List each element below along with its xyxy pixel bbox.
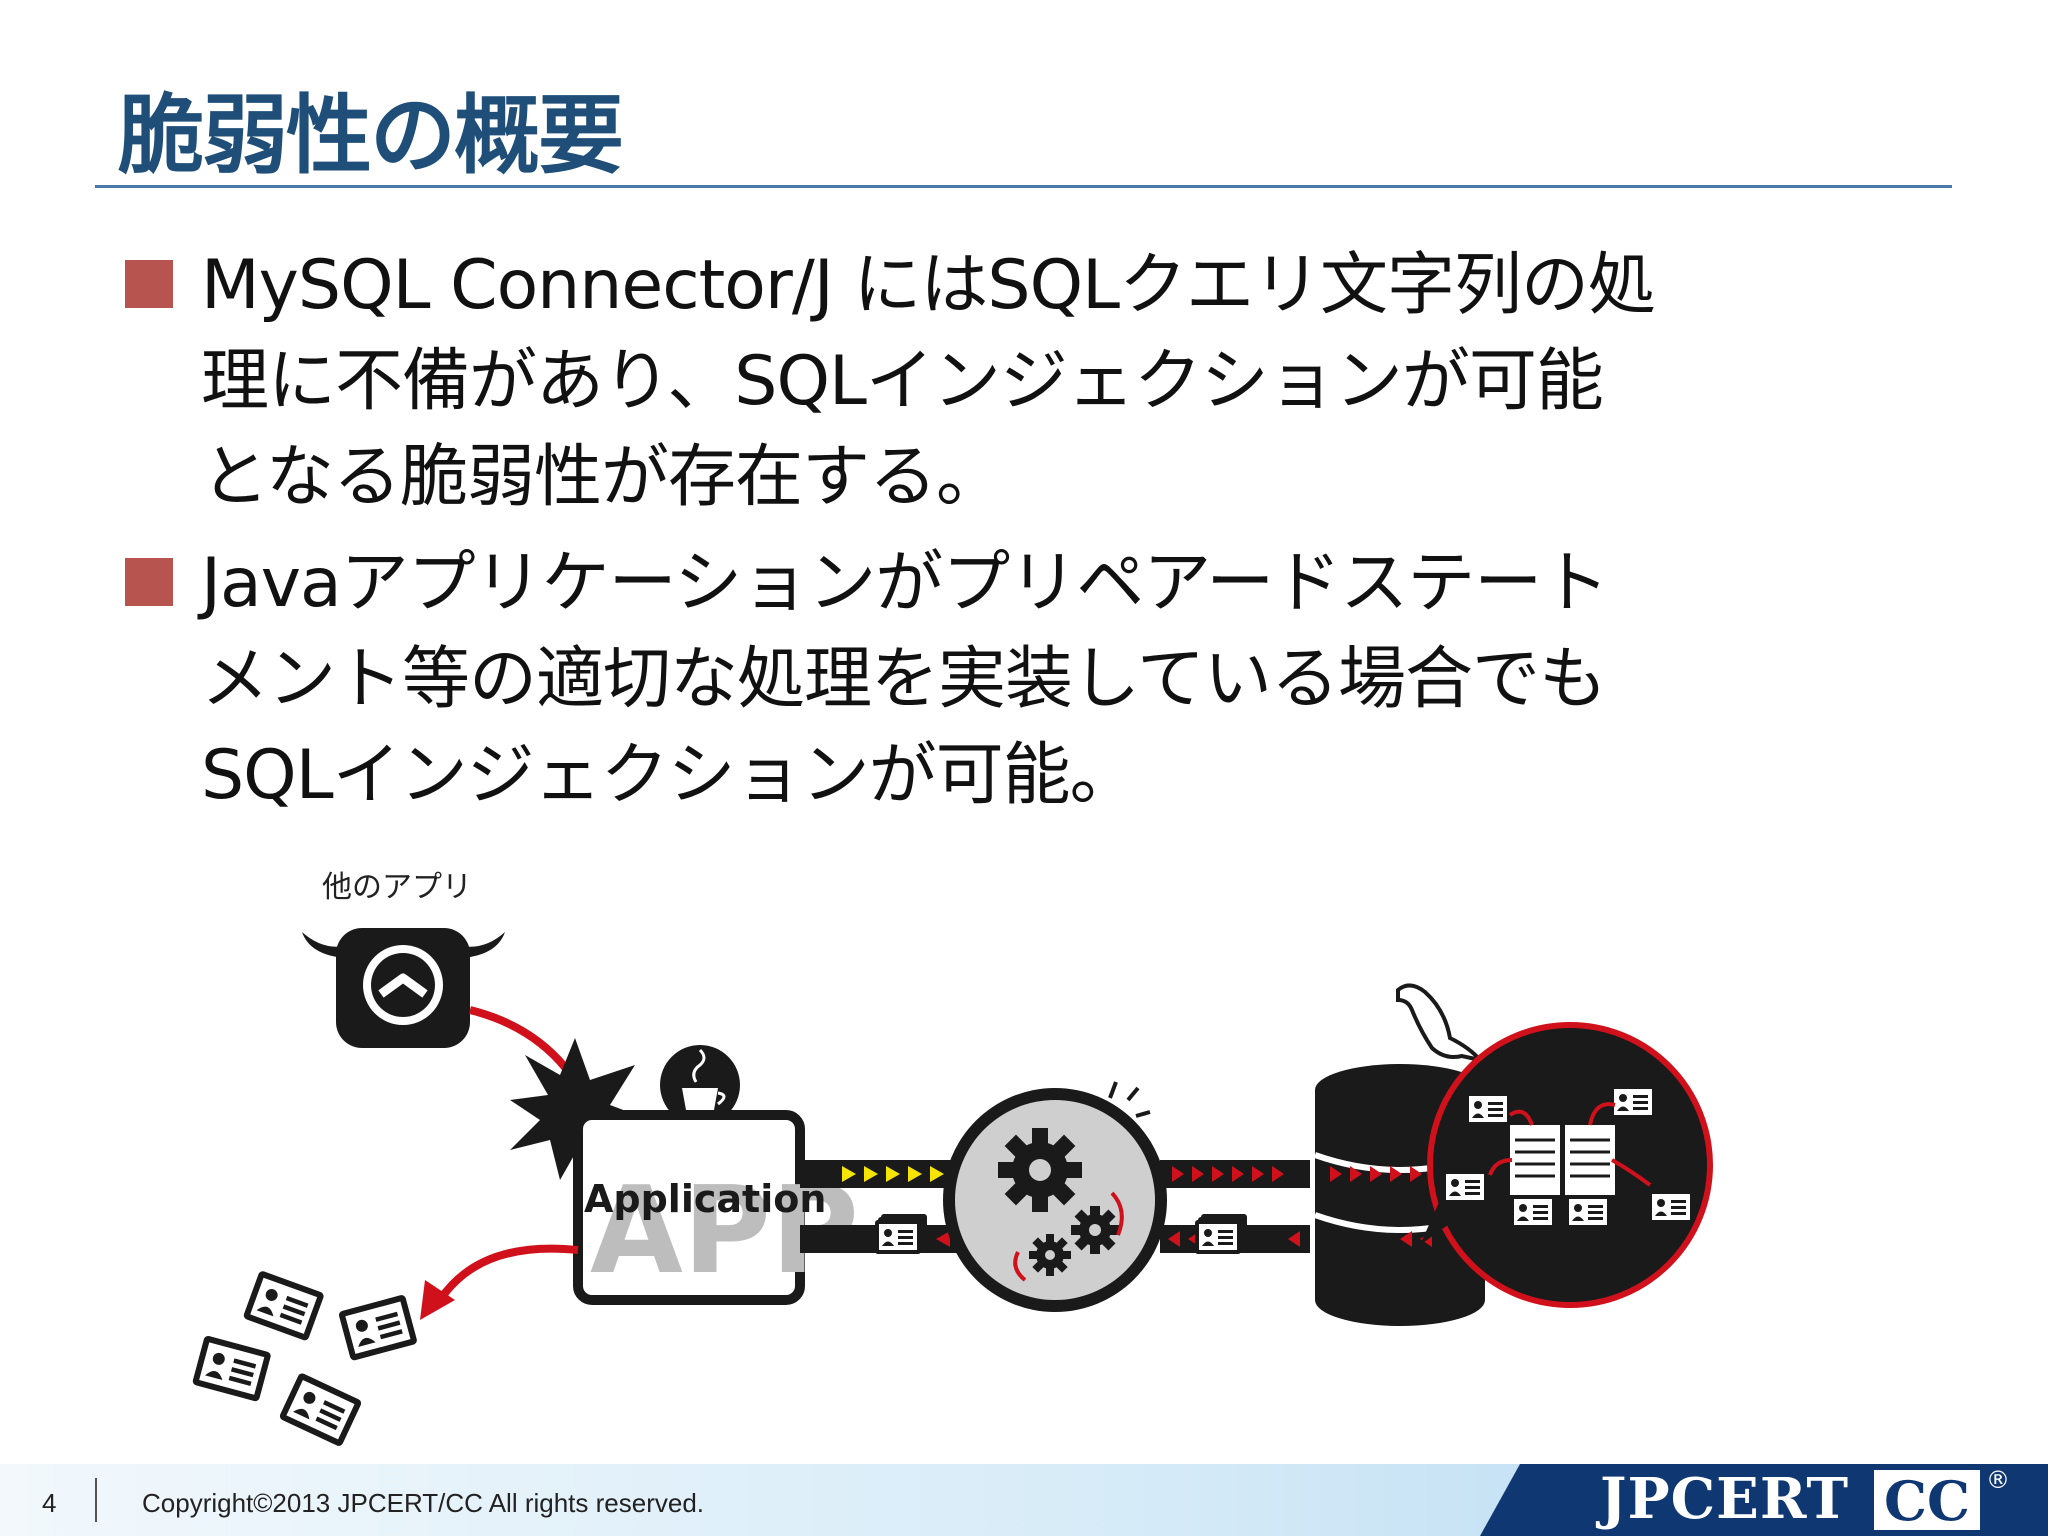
jpcert-logo: JPCERT — [1600, 1466, 1850, 1532]
id-card-icon — [1610, 1085, 1656, 1119]
footer-bar: 4 Copyright©2013 JPCERT/CC All rights re… — [0, 1464, 2048, 1536]
id-card-icon — [338, 1294, 418, 1362]
bullet-line: MySQL Connector/J にはSQLクエリ文字列の処 — [201, 246, 1656, 325]
leak-arrow — [420, 1244, 579, 1320]
application-box: APP Application — [573, 1110, 859, 1305]
gears-icon — [943, 1081, 1167, 1312]
id-card-icon — [242, 1270, 325, 1342]
leaked-records — [191, 1270, 418, 1448]
bullet-line: Javaアプリケーションがプリペアードステート — [201, 544, 1609, 623]
id-card-icon — [1442, 1170, 1488, 1204]
bullet-line: SQLインジェクションが可能。 — [201, 736, 1138, 815]
page-number: 4 — [42, 1488, 57, 1518]
bullet-line: メント等の適切な処理を実装している場合でも — [201, 640, 1607, 719]
mysql-dolphin-icon — [1396, 983, 1486, 1064]
footer-divider — [95, 1478, 97, 1522]
id-card-icon — [1648, 1190, 1694, 1224]
sql-injection-diagram: 他のアプリ APP Application — [191, 870, 1713, 1448]
records-zoom-circle — [1420, 1022, 1713, 1308]
bullet-list: MySQL Connector/J にはSQLクエリ文字列の処 理に不備があり、… — [125, 238, 1925, 834]
id-card-icon — [191, 1335, 272, 1403]
id-card-icon — [1465, 1092, 1511, 1126]
id-card-icon — [875, 1214, 927, 1254]
id-card-icon — [1510, 1195, 1556, 1229]
db-link-lower — [1160, 1214, 1310, 1254]
explosion-icon — [510, 1038, 650, 1180]
bullet-line: 理に不備があり、SQLインジェクションが可能 — [201, 342, 1604, 421]
bullet-text: MySQL Connector/J にはSQLクエリ文字列の処 理に不備があり、… — [201, 238, 1925, 526]
bullet-text: Javaアプリケーションがプリペアードステート メント等の適切な処理を実装してい… — [201, 536, 1925, 824]
copyright-text: Copyright©2013 JPCERT/CC All rights rese… — [142, 1488, 705, 1518]
bullet-line: となる脆弱性が存在する。 — [201, 438, 1004, 517]
registered-mark: ® — [1986, 1466, 2010, 1494]
java-cup-icon — [660, 1045, 740, 1125]
bullet-item: Javaアプリケーションがプリペアードステート メント等の適切な処理を実装してい… — [125, 536, 1925, 824]
bullet-item: MySQL Connector/J にはSQLクエリ文字列の処 理に不備があり、… — [125, 238, 1925, 526]
application-label: Application — [584, 1177, 826, 1221]
other-app-icon — [302, 928, 505, 1048]
bullet-square-icon — [125, 558, 173, 606]
other-app-label: 他のアプリ — [322, 870, 472, 905]
id-card-icon — [1195, 1214, 1247, 1254]
title-underline — [95, 185, 1952, 188]
id-card-icon — [278, 1372, 363, 1448]
jpcert-logo-cc: CC — [1874, 1470, 1980, 1532]
bullet-square-icon — [125, 260, 173, 308]
id-card-icon — [1565, 1195, 1611, 1229]
db-link-upper — [1160, 1160, 1310, 1188]
slide-title: 脆弱性の概要 — [118, 86, 624, 186]
